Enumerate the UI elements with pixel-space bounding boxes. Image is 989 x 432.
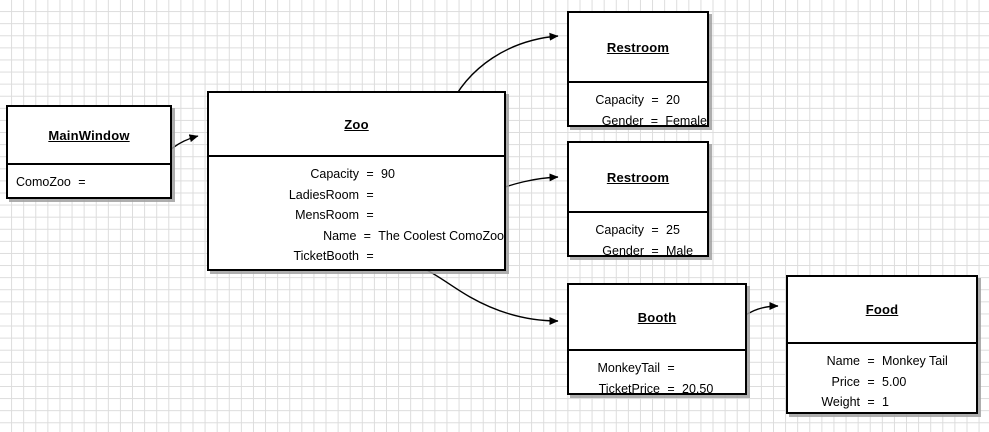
- attribute-name: Name: [826, 354, 860, 368]
- attribute-equals: =: [667, 381, 675, 396]
- attribute-list-restroom-male: Capacity = 25 Gender = Male: [569, 213, 707, 267]
- attribute-value: Female: [665, 113, 707, 128]
- attribute-name: LadiesRoom: [288, 187, 359, 202]
- attribute-row: Gender = Female: [569, 111, 707, 132]
- class-name-label: MainWindow: [48, 127, 130, 143]
- box-divider: [569, 81, 707, 83]
- attribute-list-food: Name = Monkey Tail Price = 5.00 Weight =…: [788, 344, 976, 419]
- attribute-equals: =: [366, 208, 374, 222]
- attribute-name: Gender: [602, 243, 644, 258]
- attribute-name: MonkeyTail: [597, 361, 660, 375]
- attribute-row: Name = Monkey Tail: [788, 351, 976, 372]
- attribute-name: Price: [831, 374, 860, 389]
- attribute-row: ComoZoo =: [8, 172, 170, 193]
- attribute-list-restroom-female: Capacity = 20 Gender = Female: [569, 83, 707, 137]
- attribute-value: The Coolest ComoZoo: [378, 228, 504, 243]
- object-box-booth[interactable]: Booth MonkeyTail = TicketPrice = 20.50: [567, 283, 747, 395]
- class-name-label: Food: [865, 302, 899, 317]
- attribute-equals: =: [667, 361, 675, 375]
- attribute-row: LadiesRoom =: [209, 185, 504, 206]
- attribute-row: Capacity = 25: [569, 220, 707, 241]
- attribute-name: Name: [323, 228, 357, 243]
- class-name-label: Booth: [637, 309, 677, 325]
- attribute-row: Name = The Coolest ComoZoo: [209, 226, 504, 247]
- attribute-equals: =: [867, 374, 875, 389]
- attribute-equals: =: [366, 187, 374, 202]
- object-header-food: Food: [788, 277, 976, 342]
- attribute-row: MensRoom =: [209, 205, 504, 226]
- attribute-name: Capacity: [595, 93, 644, 107]
- attribute-name: Capacity: [310, 167, 359, 181]
- attribute-row: TicketBooth =: [209, 246, 504, 267]
- box-divider: [209, 155, 504, 157]
- attribute-equals: =: [651, 243, 659, 258]
- attribute-name: Weight: [821, 395, 860, 409]
- attribute-row: Capacity = 90: [209, 164, 504, 185]
- attribute-name: Gender: [601, 113, 644, 128]
- attribute-equals: =: [78, 175, 86, 189]
- class-name-label: Restroom: [606, 39, 670, 55]
- attribute-equals: =: [867, 354, 875, 368]
- object-header-mainwindow: MainWindow: [8, 107, 170, 163]
- attribute-equals: =: [366, 249, 374, 263]
- object-box-mainwindow[interactable]: MainWindow ComoZoo =: [6, 105, 172, 199]
- attribute-row: TicketPrice = 20.50: [569, 379, 745, 400]
- attribute-row: Weight = 1: [788, 392, 976, 413]
- object-box-food[interactable]: Food Name = Monkey Tail Price = 5.00 Wei…: [786, 275, 978, 414]
- object-header-restroom-male: Restroom: [569, 143, 707, 211]
- attribute-value: 25: [666, 223, 680, 237]
- attribute-row: MonkeyTail =: [569, 358, 745, 379]
- attribute-name: TicketBooth: [293, 249, 359, 263]
- object-box-restroom-male[interactable]: Restroom Capacity = 25 Gender = Male: [567, 141, 709, 257]
- class-name-label: Restroom: [606, 169, 670, 185]
- attribute-equals: =: [651, 223, 659, 237]
- object-header-restroom-female: Restroom: [569, 13, 707, 81]
- attribute-equals: =: [363, 228, 371, 243]
- attribute-row: Capacity = 20: [569, 90, 707, 111]
- object-box-restroom-female[interactable]: Restroom Capacity = 20 Gender = Female: [567, 11, 709, 127]
- attribute-value: 1: [882, 395, 889, 409]
- box-divider: [788, 342, 976, 344]
- attribute-list-zoo: Capacity = 90 LadiesRoom = MensRoom = Na…: [209, 157, 504, 273]
- attribute-row: Price = 5.00: [788, 372, 976, 393]
- box-divider: [569, 349, 745, 351]
- attribute-name: MensRoom: [295, 208, 359, 222]
- object-box-zoo[interactable]: Zoo Capacity = 90 LadiesRoom = MensRoom …: [207, 91, 506, 271]
- class-name-label: Zoo: [344, 116, 369, 132]
- box-divider: [569, 211, 707, 213]
- attribute-value: Monkey Tail: [882, 354, 948, 368]
- attribute-equals: =: [366, 167, 374, 181]
- attribute-equals: =: [651, 93, 659, 107]
- attribute-equals: =: [650, 113, 658, 128]
- object-header-booth: Booth: [569, 285, 745, 349]
- attribute-list-mainwindow: ComoZoo =: [8, 165, 170, 199]
- attribute-value: 5.00: [882, 374, 907, 389]
- attribute-value: 90: [381, 167, 395, 181]
- attribute-value: 20.50: [682, 381, 714, 396]
- attribute-name: TicketPrice: [598, 381, 660, 396]
- attribute-name: Capacity: [595, 223, 644, 237]
- attribute-row: Gender = Male: [569, 241, 707, 262]
- attribute-name: ComoZoo: [16, 175, 71, 189]
- attribute-value: 20: [666, 93, 680, 107]
- attribute-list-booth: MonkeyTail = TicketPrice = 20.50: [569, 351, 745, 405]
- object-header-zoo: Zoo: [209, 93, 504, 155]
- attribute-value: Male: [666, 243, 694, 258]
- attribute-equals: =: [867, 395, 875, 409]
